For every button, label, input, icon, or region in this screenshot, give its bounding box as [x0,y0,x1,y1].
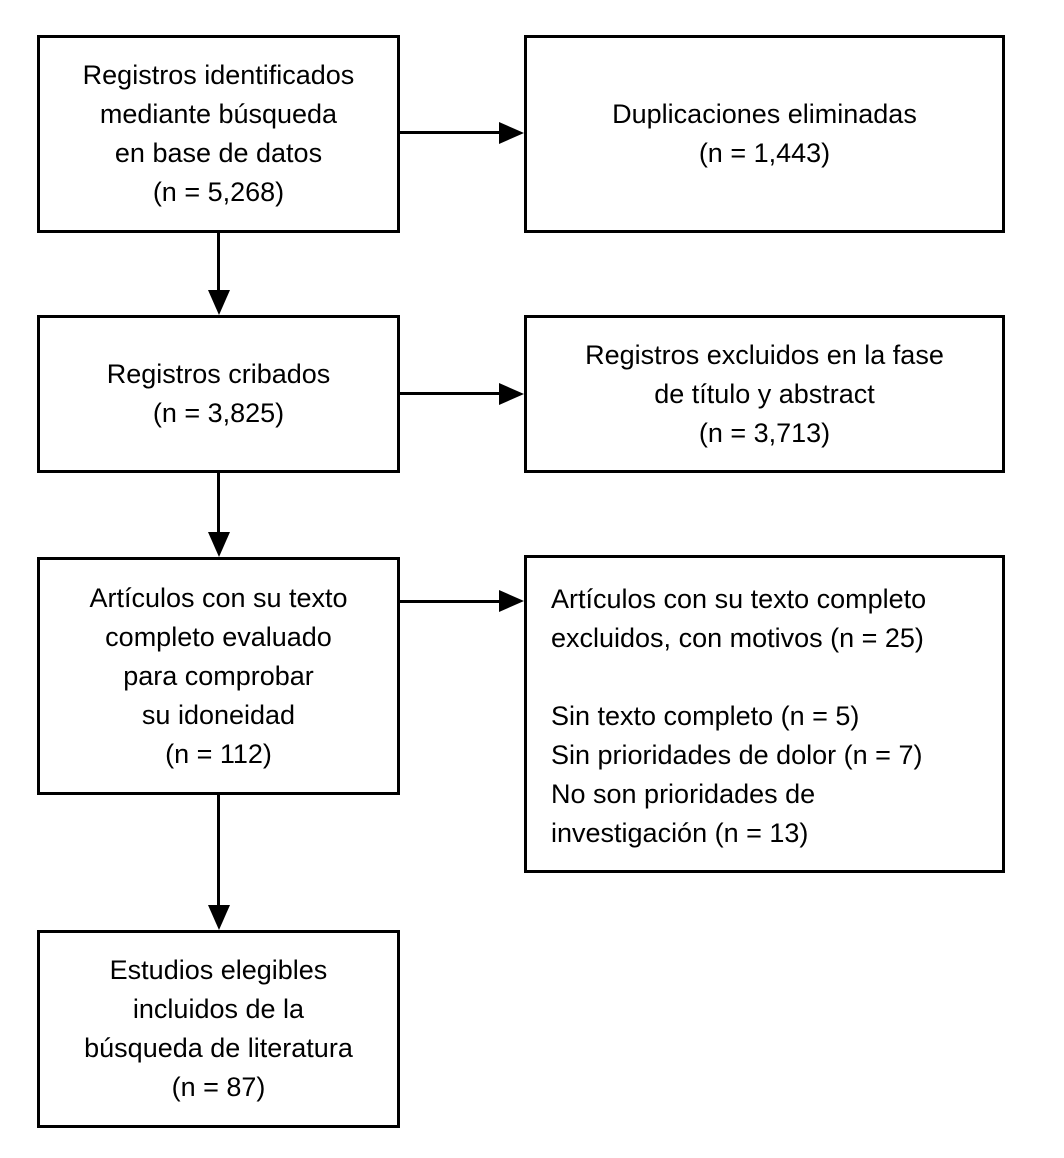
arrow-screened-to-fulltext-line [217,473,220,534]
arrow-screened-to-excluded-line [400,392,500,395]
arrow-down-icon [208,532,230,557]
arrow-fulltext-to-excluded-line [400,600,500,603]
arrow-down-icon [208,905,230,930]
box-fulltext-assessed: Artículos con su texto completo evaluado… [37,557,400,795]
box-duplicates-removed: Duplicaciones eliminadas (n = 1,443) [524,35,1005,233]
box-records-excluded-title-abstract: Registros excluidos en la fase de título… [524,315,1005,473]
box-records-identified: Registros identificados mediante búsqued… [37,35,400,233]
arrow-right-icon [499,122,524,144]
arrow-identified-to-duplicates-line [400,131,500,134]
arrow-right-icon [499,383,524,405]
box-studies-included: Estudios elegibles incluidos de la búsqu… [37,930,400,1128]
arrow-down-icon [208,290,230,315]
box-records-screened: Registros cribados (n = 3,825) [37,315,400,473]
arrow-right-icon [499,590,524,612]
box-fulltext-excluded-with-reasons: Artículos con su texto completo excluido… [524,555,1005,873]
arrow-fulltext-to-included-line [217,795,220,907]
arrow-identified-to-screened-line [217,233,220,292]
